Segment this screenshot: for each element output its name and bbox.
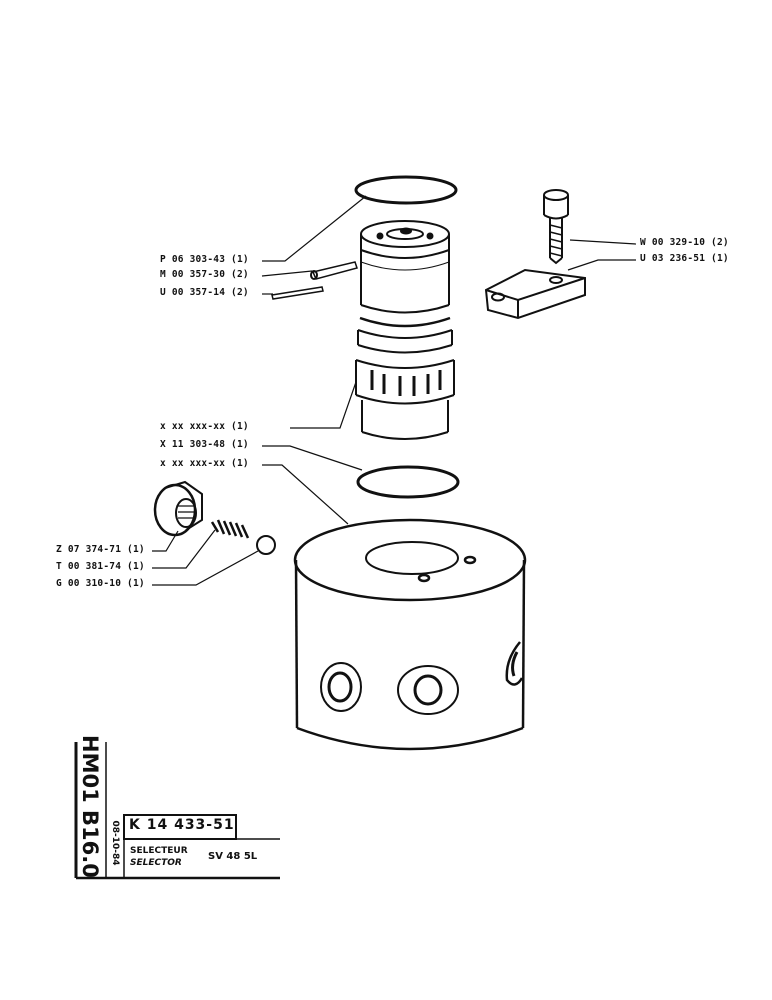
plug-z07374: [153, 480, 203, 537]
top-o-ring: [354, 175, 458, 205]
callout-m00357-30: M 00 357-30 (2): [160, 269, 249, 280]
pin-m00357: [310, 261, 358, 280]
ball-g00310: [256, 535, 276, 555]
callout-t00381-74: T 00 381-74 (1): [56, 561, 145, 572]
selector-spool: [355, 220, 455, 440]
middle-o-ring: [356, 465, 460, 499]
callout-g00310-10: G 00 310-10 (1): [56, 578, 145, 589]
callout-z07374-71: Z 07 374-71 (1): [56, 544, 145, 555]
cap-screw: [543, 189, 569, 265]
callout-xxx-spool: x xx xxx-xx (1): [160, 421, 249, 432]
name-english: SELECTOR: [130, 858, 182, 868]
bracket-plate: [484, 268, 586, 320]
spring-t00381: [210, 519, 250, 539]
main-housing: [293, 518, 527, 751]
model-designation: SV 48 5L: [208, 851, 258, 862]
sheet-code: HM01 B16.0: [78, 735, 102, 878]
callout-x11303-48: X 11 303-48 (1): [160, 439, 249, 450]
pin-u00357: [271, 286, 324, 300]
callout-u03236-51: U 03 236-51 (1): [640, 253, 729, 264]
part-number: K 14 433-51: [129, 817, 235, 833]
callout-xxx-housing: x xx xxx-xx (1): [160, 458, 249, 469]
callout-w00329-10: W 00 329-10 (2): [640, 237, 729, 248]
name-french: SELECTEUR: [130, 846, 188, 856]
leader-lines: [152, 195, 637, 586]
title-block-frame: [74, 742, 280, 880]
drawing-date: 08-10-84: [110, 820, 120, 866]
callout-u00357-14: U 00 357-14 (2): [160, 287, 249, 298]
callout-p06303-43: P 06 303-43 (1): [160, 254, 249, 265]
